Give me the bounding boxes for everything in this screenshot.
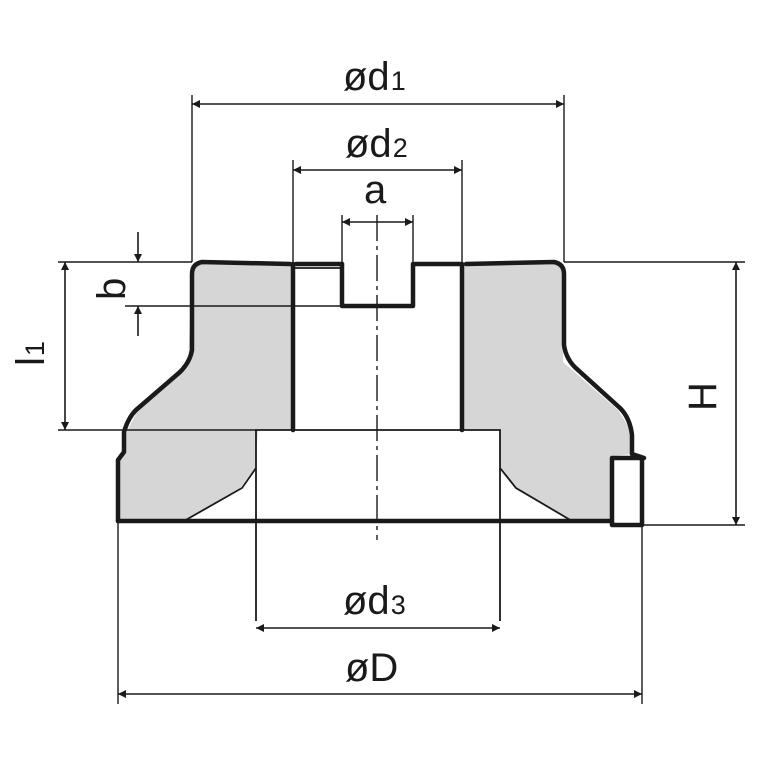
outer-profile-right xyxy=(412,259,647,461)
label-d1: ød1 xyxy=(343,55,406,99)
label-a: a xyxy=(364,168,387,212)
chamfer-right xyxy=(499,467,573,522)
cutter-body xyxy=(118,262,632,521)
inner-lines xyxy=(183,267,573,621)
extension-lines xyxy=(58,95,745,704)
body-right-section xyxy=(462,262,632,521)
label-b: b xyxy=(90,278,134,300)
label-D: øD xyxy=(345,646,398,690)
insert-pocket xyxy=(609,455,645,528)
label-l1: l1 xyxy=(9,341,53,366)
counterbore-outline xyxy=(255,429,501,621)
dimension-lines xyxy=(61,100,740,698)
label-d2: ød2 xyxy=(345,122,408,166)
outer-profile-left xyxy=(115,259,345,524)
body-left-section xyxy=(118,262,293,521)
label-H: H xyxy=(681,382,725,411)
label-d3: ød3 xyxy=(343,579,406,623)
dimension-labels: ød1 ød2 a b l1 H ød3 øD xyxy=(9,55,725,690)
chamfer-left xyxy=(183,467,257,522)
